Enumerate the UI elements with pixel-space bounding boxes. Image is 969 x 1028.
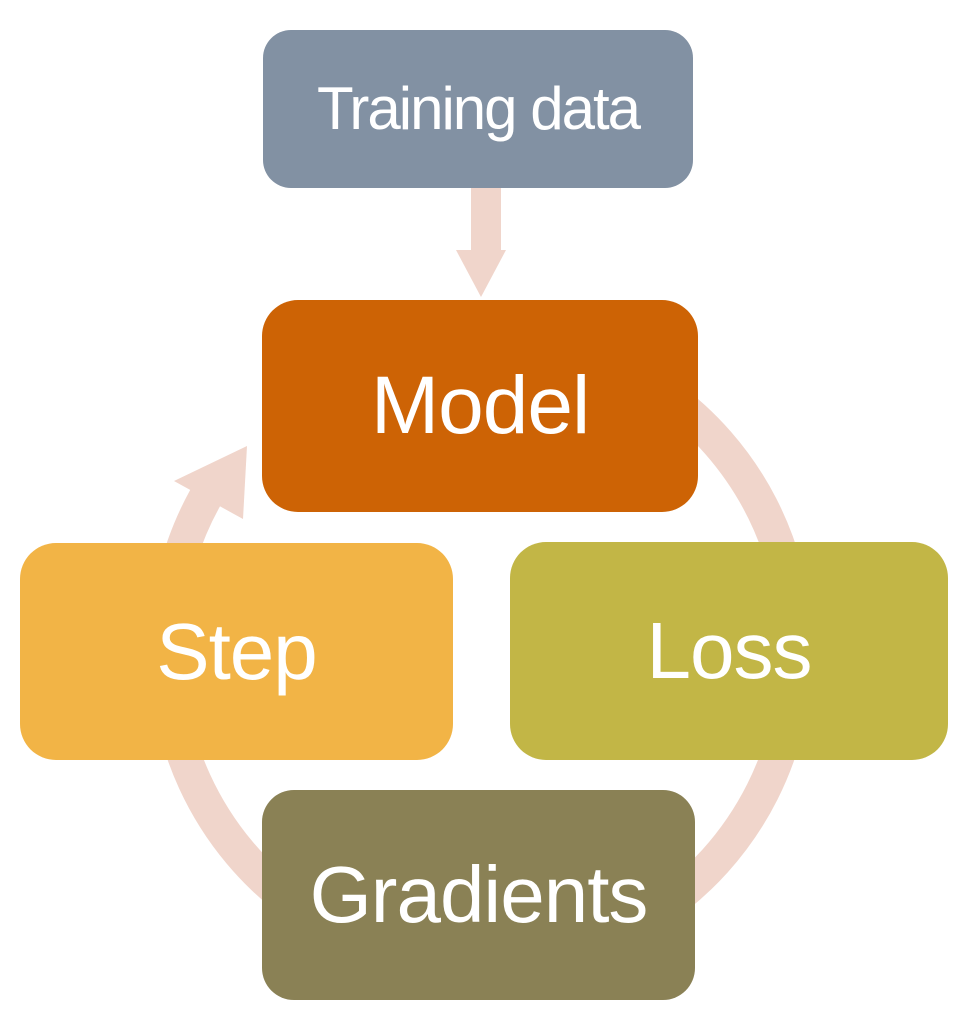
node-loss-label: Loss — [646, 606, 813, 695]
node-model: Model — [262, 300, 698, 512]
training-to-model-arrow-icon — [456, 186, 506, 297]
node-step: Step — [20, 543, 453, 760]
cycle-arrowhead-icon — [174, 446, 247, 519]
node-gradients: Gradients — [262, 790, 695, 1000]
node-training-data: Training data — [263, 30, 693, 188]
node-model-label: Model — [370, 360, 590, 451]
node-loss: Loss — [510, 542, 948, 760]
node-step-label: Step — [156, 606, 318, 696]
node-gradients-label: Gradients — [309, 850, 649, 939]
node-training-data-label: Training data — [317, 75, 641, 142]
